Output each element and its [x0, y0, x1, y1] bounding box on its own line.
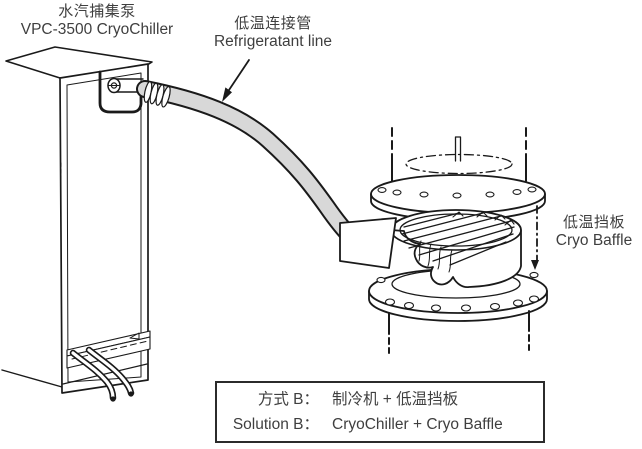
floor-line [1, 369, 63, 388]
solution-box-row1-label: 方式 B： [257, 390, 319, 408]
cabinet-cables [69, 346, 135, 402]
hose-adapter-cone [339, 217, 397, 269]
cabinet-lid [5, 46, 153, 79]
label-cryo-baffle-en: Cryo Baffle [555, 231, 633, 249]
label-refrigerant-line: 低温连接管 Refrigeratant line [200, 15, 346, 51]
solution-box-row1-value: 制冷机 + 低温挡板 [332, 390, 459, 408]
hose-pointer-arrow-icon [222, 59, 250, 102]
tube-hidden-edge [405, 153, 513, 175]
baffle-mount-pointer-icon [531, 205, 539, 270]
hose-outline [136, 80, 361, 247]
upper-flange [370, 174, 546, 221]
lower-tube [388, 310, 530, 354]
solution-box-row2-label: Solution B： [232, 415, 319, 433]
label-refrigerant-line-en: Refrigeratant line [213, 32, 333, 50]
solution-box: 方式 B： 制冷机 + 低温挡板 Solution B： CryoChiller… [215, 381, 545, 443]
upper-flange-bolt-holes [377, 186, 537, 199]
label-cryochiller-en: VPC-3500 CryoChiller [20, 20, 174, 38]
cryo-baffle-assembly [368, 127, 548, 354]
refrigerant-hose [136, 80, 397, 269]
hose-collar [143, 81, 171, 108]
cabinet-face [59, 63, 149, 394]
label-cryochiller: 水汽捕集泵 VPC-3500 CryoChiller [14, 3, 180, 39]
upper-tube [391, 127, 527, 182]
baffle-cut-squiggles [418, 240, 453, 273]
hose-bracket [98, 70, 144, 114]
cabinet-base-trim [62, 363, 148, 385]
label-refrigerant-line-cn: 低温连接管 [234, 15, 312, 32]
cabinet-inner-frame [66, 72, 142, 383]
label-cryo-baffle-cn: 低温挡板 [562, 214, 625, 231]
baffle-rim-front-edge [390, 229, 522, 251]
label-cryo-baffle: 低温挡板 Cryo Baffle [548, 214, 640, 250]
lower-flange-bolt-holes [376, 271, 540, 312]
baffle-louvers [401, 212, 515, 266]
solution-box-row2-value: CryoChiller + Cryo Baffle [332, 415, 503, 433]
hose-body [138, 82, 359, 245]
baffle-silhouette [390, 209, 522, 289]
center-pin [454, 136, 462, 162]
arrow-target-bolt-hole [529, 271, 539, 279]
baffle-louver-tips [452, 211, 515, 226]
cryo-baffle-disc [390, 209, 522, 289]
cryochiller-cabinet [1, 46, 153, 402]
label-cryochiller-cn: 水汽捕集泵 [58, 3, 136, 20]
